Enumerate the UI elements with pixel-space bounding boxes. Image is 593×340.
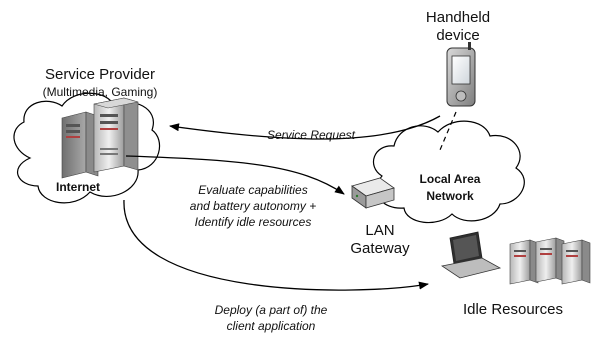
gateway-label-line1: LAN (365, 222, 395, 239)
deploy-label-line2: client application (226, 319, 316, 333)
server-icon (535, 237, 565, 283)
router-icon (351, 177, 395, 209)
laptop-icon (440, 231, 502, 279)
evaluate-arrow (125, 155, 345, 195)
service-request-label: Service Request (266, 128, 356, 142)
lan-label-line2: Network (426, 189, 474, 203)
deploy-label-line1: Deploy (a part of) the (214, 303, 328, 317)
server-icon (561, 239, 591, 285)
evaluate-label-line3: Identify idle resources (194, 215, 312, 229)
service-provider-title: Service Provider (44, 66, 156, 83)
service-provider-subtitle: (Multimedia, Gaming) (42, 85, 158, 99)
service-request-arrow (169, 115, 441, 140)
idle-resources-label: Idle Resources (462, 301, 564, 318)
evaluate-label-line2: and battery autonomy + (189, 199, 317, 213)
evaluate-label-line1: Evaluate capabilities (198, 183, 308, 197)
deploy-arrow (123, 199, 429, 291)
wireless-link (439, 111, 457, 151)
server-icon (61, 111, 99, 179)
lan-label-line1: Local Area (419, 172, 481, 186)
pda-icon (446, 42, 476, 107)
handheld-label-line2: device (436, 27, 480, 44)
gateway-label-line2: Gateway (350, 240, 410, 257)
server-icon (509, 239, 539, 285)
server-icon (93, 97, 139, 173)
internet-label: Internet (55, 180, 100, 194)
handheld-label-line1: Handheld (425, 9, 491, 26)
